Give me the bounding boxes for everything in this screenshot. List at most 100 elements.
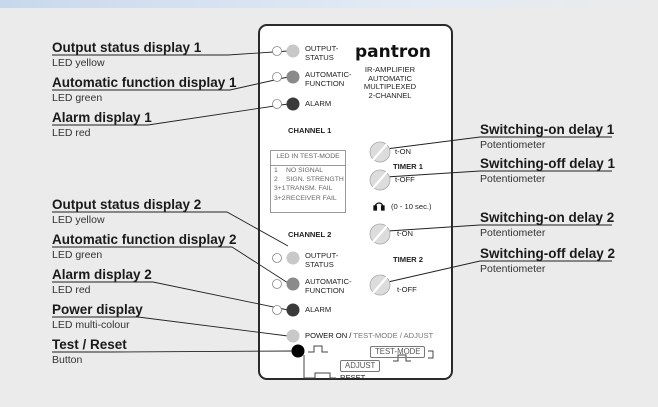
label-alarm-2: ALARM	[305, 305, 332, 314]
callout-subtitle: Potentiometer	[480, 139, 546, 151]
leader-line-test-reset	[52, 350, 297, 353]
leader-line-switching-on-2	[387, 224, 612, 232]
callout-test-reset: Test / Reset Button	[52, 337, 127, 366]
legend-row: 2 SIGN. STRENGTH	[271, 175, 345, 184]
test-mode-box: TEST-MODE	[370, 346, 426, 358]
legend-value: SIGN. STRENGTH	[286, 176, 344, 184]
callout-subtitle: Potentiometer	[480, 263, 546, 275]
callout-title: Automatic function display 2	[52, 232, 237, 247]
callout-title: Power display	[52, 302, 143, 317]
callout-title: Switching-off delay 2	[480, 246, 616, 261]
callout-output-status-2: Output status display 2 LED yellow	[52, 197, 201, 226]
label-timer-range: (0 - 10 sec.)	[391, 202, 432, 211]
description-line-2: AUTOMATIC	[367, 73, 413, 83]
led-alarm-2	[286, 303, 300, 317]
callout-subtitle: Button	[52, 354, 83, 366]
callout-title: Alarm display 1	[52, 110, 152, 125]
label-t-on-1: t-ON	[395, 147, 412, 156]
label-t-off-2: t-OFF	[397, 285, 417, 294]
leader-line-alarm-1	[52, 103, 289, 126]
label-alarm-1: ALARM	[305, 99, 332, 108]
callout-automatic-function-1: Automatic function display 1 LED green	[52, 75, 237, 104]
label-t-off-1: t-OFF	[395, 175, 415, 184]
callout-subtitle: Potentiometer	[480, 173, 546, 185]
callout-switching-off-delay-2: Switching-off delay 2 Potentiometer	[480, 246, 615, 275]
callout-subtitle: LED red	[52, 127, 91, 139]
label-line: AUTOMATIC-	[305, 70, 352, 79]
top-band	[0, 0, 658, 8]
label-automatic-function-1: AUTOMATIC- FUNCTION	[305, 70, 352, 88]
device-description: IR-AMPLIFIER AUTOMATIC MULTIPLEXED 2-CHA…	[356, 65, 424, 100]
label-line: FUNCTION	[305, 285, 345, 295]
leader-line-automatic-function-1	[52, 76, 289, 91]
led-output-status-2	[286, 251, 300, 265]
led-automatic-function-2	[286, 277, 300, 291]
device-panel	[258, 24, 453, 380]
pulse-glyphs	[303, 345, 434, 379]
callout-subtitle: LED red	[52, 284, 91, 296]
potentiometer-t-on-2[interactable]	[369, 223, 391, 245]
callout-title: Alarm display 2	[52, 267, 152, 282]
callout-switching-off-delay-1: Switching-off delay 1 Potentiometer	[480, 156, 615, 185]
callout-power-display: Power display LED multi-colour	[52, 302, 143, 331]
callout-title: Output status display 1	[52, 40, 202, 55]
legend-key: 2	[274, 176, 278, 184]
description-line-3: MULTIPLEXED	[363, 82, 417, 91]
legend-value: RECEIVER FAIL	[286, 194, 337, 202]
potentiometer-t-off-2[interactable]	[369, 274, 391, 296]
callout-title: Automatic function display 1	[52, 75, 237, 90]
timer-icon	[373, 202, 385, 211]
led-number-markers	[272, 46, 282, 315]
label-reset: RESET	[340, 373, 366, 382]
connector-test-mode	[428, 350, 434, 359]
leader-line-switching-on-1	[385, 136, 612, 150]
led-automatic-function-1	[286, 70, 300, 84]
label-power-on: POWER ON / TEST-MODE / ADJUST	[305, 331, 434, 341]
test-adjust-text: TEST-MODE / ADJUST	[353, 331, 434, 340]
led-alarm-1	[286, 97, 300, 111]
label-line: STATUS	[305, 259, 334, 269]
left-leader-lines	[52, 50, 297, 353]
legend-title: LED IN TEST-MODE	[271, 151, 345, 166]
leader-line-output-status-2	[52, 211, 289, 247]
description-line-1: IR-AMPLIFIER	[364, 65, 416, 74]
legend-key: 1	[274, 167, 278, 174]
pulse-icon-test	[308, 345, 328, 353]
label-automatic-function-2: AUTOMATIC- FUNCTION	[305, 277, 352, 295]
callout-switching-on-delay-1: Switching-on delay 1 Potentiometer	[480, 122, 614, 151]
adjust-box: ADJUST	[340, 360, 381, 372]
led-output-status-1	[286, 44, 300, 58]
label-line: OUTPUT-	[305, 44, 339, 53]
callout-subtitle: LED green	[52, 249, 103, 261]
leader-line-automatic-function-2	[52, 246, 289, 284]
callout-title: Output status display 2	[52, 197, 202, 212]
leader-line-power-display	[52, 316, 289, 337]
callout-automatic-function-2: Automatic function display 2 LED green	[52, 232, 237, 261]
potentiometer-t-on-1[interactable]	[369, 141, 391, 163]
callout-title: Switching-on delay 1	[480, 122, 615, 137]
label-channel-2: CHANNEL 2	[288, 230, 332, 239]
leader-line-output-status-1	[52, 50, 289, 56]
label-t-on-2: t-ON	[397, 229, 414, 238]
callout-alarm-1: Alarm display 1 LED red	[52, 110, 152, 139]
right-leader-lines	[385, 136, 612, 283]
callout-title: Test / Reset	[52, 337, 127, 352]
leader-line-switching-off-2	[387, 260, 612, 283]
pulse-icon-adjust	[393, 354, 411, 362]
callout-subtitle: LED multi-colour	[52, 319, 130, 331]
test-reset-button[interactable]	[291, 344, 305, 358]
potentiometer-t-off-1[interactable]	[369, 169, 391, 191]
legend-value: TRANSM. FAIL	[286, 185, 333, 193]
label-timer-2: TIMER 2	[393, 255, 423, 264]
brand-logo: pantron	[355, 42, 432, 62]
legend-key: 3+2	[274, 194, 286, 202]
callout-alarm-2: Alarm display 2 LED red	[52, 267, 152, 296]
callout-subtitle: Potentiometer	[480, 227, 546, 239]
label-line: OUTPUT-	[305, 251, 339, 260]
led-power	[286, 329, 300, 343]
